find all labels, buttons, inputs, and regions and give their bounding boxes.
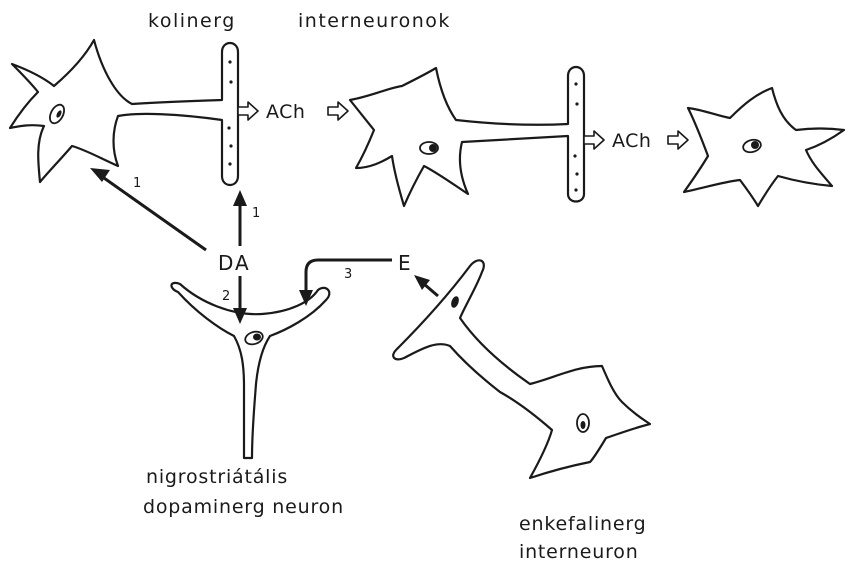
cholinergic-neuron-1 bbox=[10, 40, 238, 185]
e-label: E bbox=[398, 251, 413, 275]
arrow-da-to-cholinergic-axon bbox=[233, 190, 247, 246]
target-neuron-nucleolus bbox=[751, 141, 759, 149]
dopaminergic-neuron-nucleolus bbox=[253, 334, 261, 341]
cholinergic-neuron-2 bbox=[350, 67, 584, 206]
caption-enk-line2: interneuron bbox=[519, 541, 639, 563]
enkephalinergic-neuron-nucleolus bbox=[581, 421, 586, 429]
hollow-arrow-1 bbox=[238, 102, 258, 120]
da-label: DA bbox=[218, 251, 251, 275]
dopaminergic-neuron-body bbox=[171, 283, 329, 458]
hollow-arrow-3 bbox=[584, 131, 604, 149]
ach-label-1: ACh bbox=[266, 101, 305, 123]
title-cholinergic: kolinerg bbox=[148, 10, 236, 32]
num-2: 2 bbox=[222, 289, 230, 304]
cholinergic-neuron-2-body bbox=[350, 67, 584, 206]
caption-nigro-line2: dopaminerg neuron bbox=[143, 496, 344, 518]
caption-enk-line1: enkefalinerg bbox=[519, 513, 647, 535]
num-3: 3 bbox=[344, 267, 352, 282]
target-neuron-body bbox=[684, 88, 844, 206]
ach-label-2: ACh bbox=[612, 130, 651, 152]
enkephalinergic-neuron bbox=[393, 260, 650, 478]
hollow-arrow-4 bbox=[668, 131, 688, 149]
target-neuron bbox=[684, 88, 844, 206]
cholinergic-neuron-2-nucleolus bbox=[429, 144, 437, 152]
arrow-enkephalinergic-to-e bbox=[414, 275, 438, 296]
num-1-soma: 1 bbox=[133, 176, 141, 191]
caption-nigro-line1: nigrostriátális bbox=[146, 466, 288, 488]
num-1-axon: 1 bbox=[252, 206, 260, 221]
dopaminergic-neuron bbox=[171, 283, 329, 458]
arrow-da-to-cholinergic-soma bbox=[90, 168, 206, 250]
enkephalinergic-neuron-body bbox=[393, 260, 650, 478]
cholinergic-neuron-1-body bbox=[10, 40, 238, 185]
hollow-arrow-2 bbox=[328, 102, 348, 120]
title-interneurons: interneuronok bbox=[298, 10, 451, 32]
